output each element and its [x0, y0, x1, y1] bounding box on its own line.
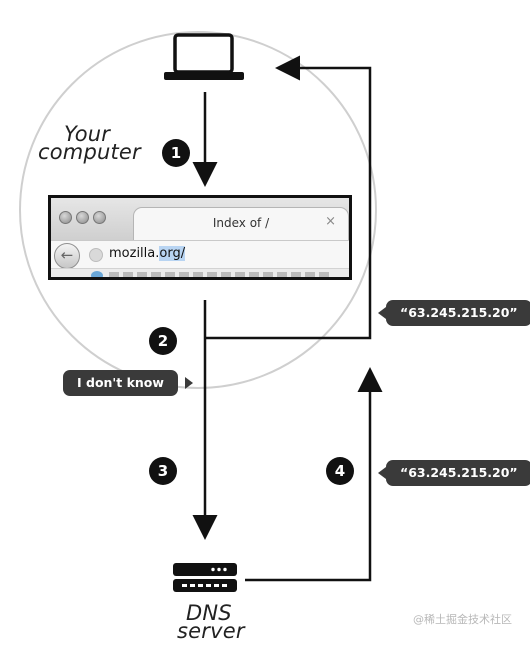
ip-answer-bubble-top: “63.245.215.20”	[386, 300, 530, 326]
your-label: Your	[64, 122, 111, 146]
tab-close-icon[interactable]: ×	[325, 214, 336, 229]
arrow-answer-to-laptop	[205, 55, 372, 340]
watermark: @稀土掘金技术社区	[413, 613, 512, 626]
url-selected: org/	[159, 246, 186, 261]
dns-server-icon	[173, 563, 237, 592]
address-bar[interactable]: mozilla.org/	[109, 246, 186, 261]
browser-tab[interactable]: Index of / ×	[133, 207, 349, 241]
arrow-dns-response	[245, 367, 383, 582]
step-1-badge: 1	[162, 139, 190, 167]
bubble-tail	[378, 307, 386, 319]
globe-icon	[89, 248, 103, 262]
step-2-badge: 2	[149, 327, 177, 355]
step-3-badge: 3	[149, 457, 177, 485]
laptop-icon	[164, 33, 244, 80]
window-minimize-dot-icon[interactable]	[76, 211, 89, 224]
computer-boundary-circle	[19, 31, 377, 389]
computer-label: computer	[38, 140, 141, 164]
step-4-badge: 4	[326, 457, 354, 485]
server-label: server	[177, 619, 245, 643]
bookmarks-bar	[51, 268, 349, 277]
browser-toolbar: ← mozilla.org/	[51, 240, 349, 269]
url-plain: mozilla.	[109, 246, 160, 261]
back-button[interactable]: ←	[54, 243, 80, 269]
dns-label: DNS	[186, 601, 232, 625]
tab-title: Index of /	[212, 216, 270, 230]
bubble-tail	[378, 467, 386, 479]
ip-answer-bubble-bottom: “63.245.215.20”	[386, 460, 530, 486]
window-zoom-dot-icon[interactable]	[93, 211, 106, 224]
bookmark-text-blur	[109, 272, 329, 277]
window-close-dot-icon[interactable]	[59, 211, 72, 224]
bookmark-icon	[91, 271, 103, 277]
i-dont-know-bubble: I don't know	[63, 370, 178, 396]
browser-titlebar: Index of / ×	[51, 198, 349, 241]
browser-window: Index of / × ← mozilla.org/	[48, 195, 352, 280]
bubble-tail	[185, 377, 193, 389]
